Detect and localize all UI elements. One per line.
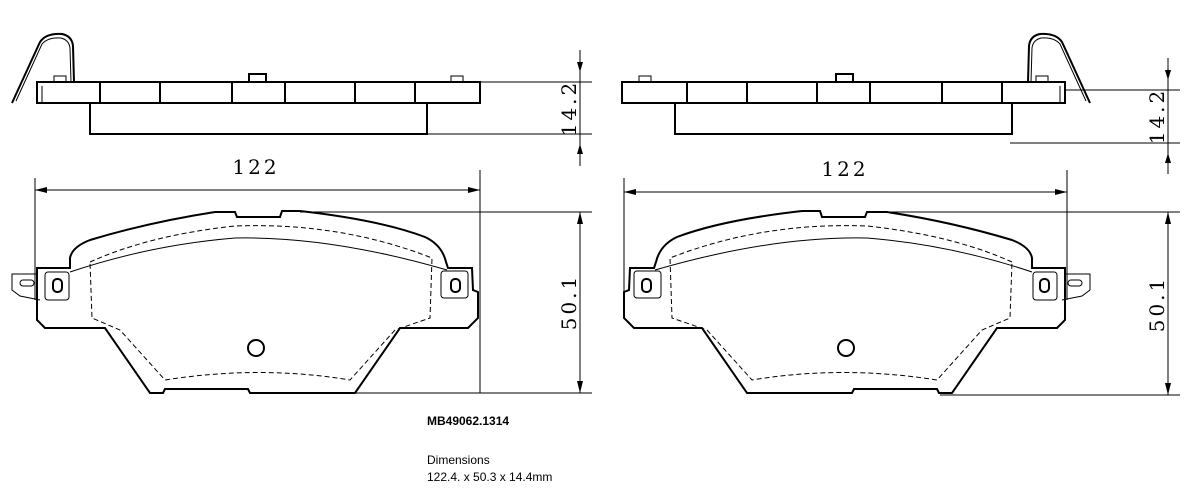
left-height-label: 50.1 bbox=[557, 274, 581, 331]
right-width-label: 122 bbox=[821, 157, 868, 181]
right-height-label: 50.1 bbox=[1145, 276, 1169, 333]
right-dimensions bbox=[623, 58, 1180, 396]
left-width-label: 122 bbox=[232, 155, 279, 179]
part-number: MB49062.1314 bbox=[427, 414, 510, 428]
left-dimensions bbox=[34, 50, 592, 394]
dimensions-block: Dimensions 122.4. x 50.3 x 14.4mm bbox=[427, 452, 552, 486]
dimensions-value: 122.4. x 50.3 x 14.4mm bbox=[427, 470, 553, 484]
right-pad-drawing bbox=[621, 32, 1091, 395]
left-thickness-label: 14.2 bbox=[557, 80, 581, 137]
right-thickness-label: 14.2 bbox=[1145, 88, 1169, 145]
dimensions-label: Dimensions bbox=[427, 453, 490, 467]
left-pad-drawing bbox=[11, 32, 481, 395]
